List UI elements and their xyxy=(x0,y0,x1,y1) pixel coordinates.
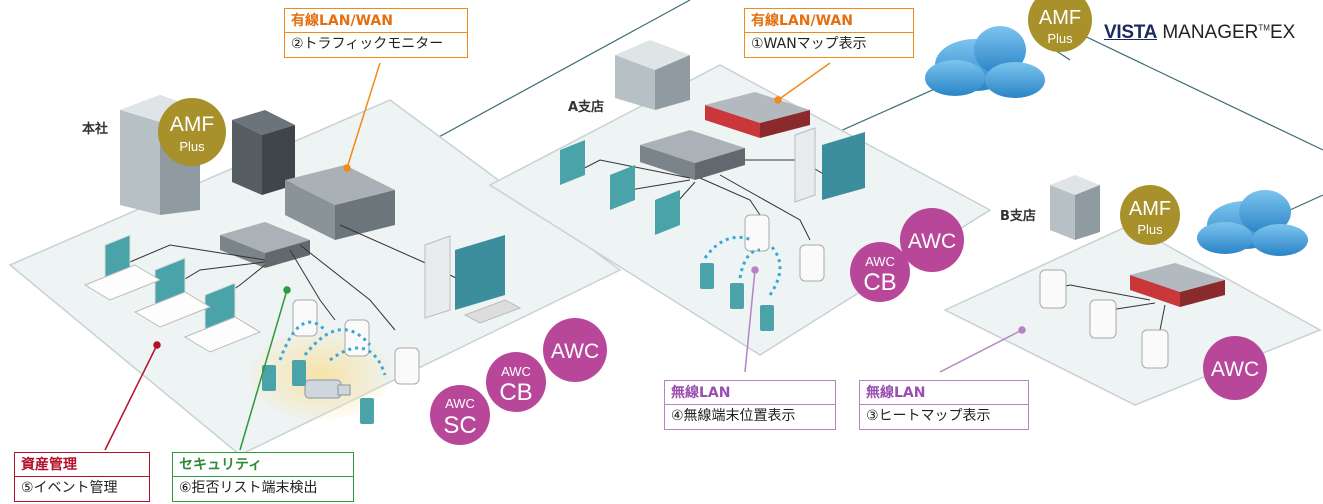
svg-text:AWC: AWC xyxy=(445,396,475,411)
callout-body: ①WANマップ表示 xyxy=(745,32,913,57)
svg-text:AMF: AMF xyxy=(1039,7,1081,29)
callout-heatmap: 無線LAN ③ヒートマップ表示 xyxy=(859,380,1029,430)
callout-body: ②トラフィックモニター xyxy=(285,32,467,57)
awc-cb-badge-hq: AWC CB xyxy=(486,352,546,412)
svg-text:Plus: Plus xyxy=(1137,222,1163,237)
svg-text:AWC: AWC xyxy=(501,364,531,379)
branch-a-monitor-icon xyxy=(794,127,865,203)
svg-text:AWC: AWC xyxy=(865,254,895,269)
leader-position xyxy=(744,266,759,373)
leader-traffic xyxy=(343,62,381,172)
callout-wan-map: 有線LAN/WAN ①WANマップ表示 xyxy=(744,8,914,58)
callout-title: 資産管理 xyxy=(21,457,77,473)
callout-body: ⑥拒否リスト端末検出 xyxy=(173,476,353,501)
svg-text:AMF: AMF xyxy=(1129,198,1171,220)
branch-b-building-icon xyxy=(1050,175,1100,240)
callout-device-position: 無線LAN ④無線端末位置表示 xyxy=(664,380,836,430)
svg-text:Plus: Plus xyxy=(1047,31,1073,46)
callout-body: ③ヒートマップ表示 xyxy=(860,404,1028,429)
svg-text:AWC: AWC xyxy=(1211,358,1259,381)
awc-badge-hq: AWC xyxy=(543,318,607,382)
branch-a-access-point-icons xyxy=(744,214,825,282)
svg-text:AWC: AWC xyxy=(551,340,599,363)
branch-b-access-point-icons xyxy=(1039,269,1169,369)
callout-title: セキュリティ xyxy=(179,457,263,473)
branch-a-switch-icon xyxy=(640,130,745,180)
svg-text:CB: CB xyxy=(863,269,896,296)
hq-wireless-device-icons xyxy=(262,360,374,424)
leader-wanmap xyxy=(774,62,831,104)
site-label-branch-b: B支店 xyxy=(1000,209,1036,224)
camera-icon xyxy=(304,379,351,399)
callout-title: 無線LAN xyxy=(866,385,926,401)
svg-text:CB: CB xyxy=(499,379,532,406)
awc-sc-badge-hq: AWC SC xyxy=(430,385,490,445)
amf-plus-badge-branch-b: AMF Plus xyxy=(1120,185,1180,245)
amf-plus-badge-wan: AMF Plus xyxy=(1028,0,1092,52)
callout-asset-management: 資産管理 ⑤イベント管理 xyxy=(14,452,150,502)
callout-body: ⑤イベント管理 xyxy=(15,476,149,501)
leader-heatmap xyxy=(939,326,1026,373)
amf-plus-badge-hq: AMF Plus xyxy=(158,98,226,166)
svg-text:SC: SC xyxy=(443,412,476,439)
hq-monitor-icon xyxy=(424,235,522,324)
awc-badge-branch-b: AWC xyxy=(1203,336,1267,400)
callout-traffic-monitor: 有線LAN/WAN ②トラフィックモニター xyxy=(284,8,468,58)
callout-title: 有線LAN/WAN xyxy=(751,13,853,29)
server-icon xyxy=(232,110,295,195)
callout-security: セキュリティ ⑥拒否リスト端末検出 xyxy=(172,452,354,502)
cloud-icon-branch-b xyxy=(1197,190,1308,256)
product-logo: VISTA MANAGERTMEX xyxy=(1104,22,1296,43)
awc-badge-branch-a: AWC xyxy=(900,208,964,272)
branch-a-wireless-device-icons xyxy=(700,263,774,331)
edge-switch-icon xyxy=(220,222,310,268)
hq-access-point-icons xyxy=(292,299,420,385)
branch-a-router-icon xyxy=(705,92,810,138)
branch-b-router-icon xyxy=(1130,263,1225,307)
svg-text:AWC: AWC xyxy=(908,230,956,253)
cloud-icon-wan xyxy=(925,26,1045,98)
branch-a-wireless-arcs xyxy=(703,235,782,296)
hq-laptop-icons xyxy=(83,234,262,353)
leader-asset xyxy=(104,341,161,451)
hq-wireless-arcs xyxy=(278,320,387,376)
callout-title: 無線LAN xyxy=(671,385,731,401)
core-switch-icon xyxy=(285,165,395,240)
leader-security xyxy=(239,286,291,451)
branch-a-laptop-icons xyxy=(560,140,680,235)
awc-cb-badge-branch-a: AWC CB xyxy=(850,242,910,302)
svg-text:Plus: Plus xyxy=(179,139,205,154)
branch-a-building-icon xyxy=(615,40,690,110)
callout-title: 有線LAN/WAN xyxy=(291,13,393,29)
site-label-branch-a: A支店 xyxy=(568,100,605,115)
svg-text:AMF: AMF xyxy=(170,113,214,136)
callout-body: ④無線端末位置表示 xyxy=(665,404,835,429)
site-label-hq: 本社 xyxy=(82,122,109,137)
